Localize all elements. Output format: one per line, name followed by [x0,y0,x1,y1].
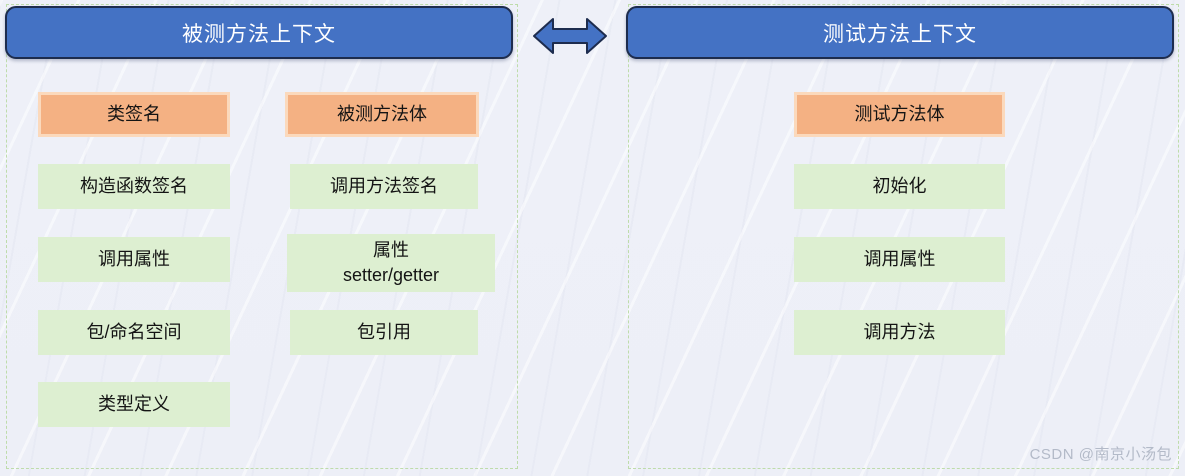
left-panel-title: 被测方法上下文 [182,22,336,46]
box-class-signature: 类签名 [38,92,230,137]
box-constructor-signature: 构造函数签名 [38,164,230,209]
box-attribute-setter-getter: 属性 setter/getter [287,234,495,292]
box-call-attributes-right: 调用属性 [794,237,1005,282]
box-package-reference: 包引用 [290,310,478,355]
box-called-method-signature: 调用方法签名 [290,164,478,209]
csdn-watermark: CSDN @南京小汤包 [1029,446,1172,463]
right-panel-header: 测试方法上下文 [626,6,1174,59]
box-tested-method-body: 被测方法体 [285,92,479,137]
double-arrow-icon [532,17,608,55]
box-called-attributes: 调用属性 [38,237,230,282]
box-package-namespace: 包/命名空间 [38,310,230,355]
box-type-definition: 类型定义 [38,382,230,427]
left-panel-header: 被测方法上下文 [5,6,513,59]
box-test-method-body: 测试方法体 [794,92,1005,137]
box-call-methods: 调用方法 [794,310,1005,355]
box-initialization: 初始化 [794,164,1005,209]
right-panel-container [628,4,1179,469]
left-panel-container [6,4,518,469]
right-panel-title: 测试方法上下文 [823,22,977,46]
